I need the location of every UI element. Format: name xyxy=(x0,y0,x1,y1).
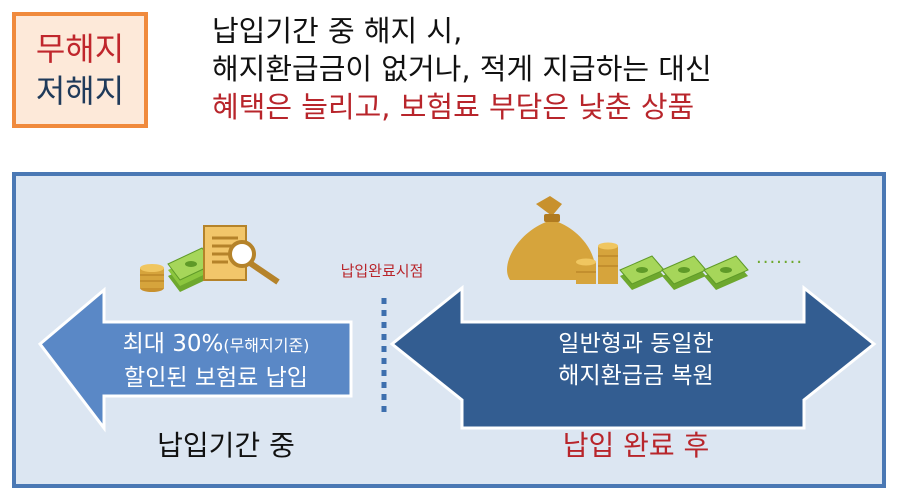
badge-line-1: 무해지 xyxy=(35,30,125,68)
discount-basis: (무해지기준) xyxy=(223,336,310,355)
right-period-label: 납입 완료 후 xyxy=(562,429,710,462)
timeline-panel: ······· 납입완료시점 최대 30%(무해지기준) 할인된 보험료 납입 … xyxy=(12,172,886,488)
cash-bundle-icon xyxy=(661,255,707,290)
left-arrow-shape xyxy=(37,286,353,433)
right-arrow-line-2: 해지환급금 복원 xyxy=(558,363,714,389)
money-bag-icon xyxy=(507,196,596,280)
cash-bundle-icon xyxy=(703,255,749,290)
discount-rate: 최대 30% xyxy=(122,331,224,357)
left-arrow-text: 최대 30%(무해지기준) 할인된 보험료 납입 xyxy=(76,328,356,394)
product-badge: 무해지 저해지 xyxy=(12,12,148,128)
badge-line-2: 저해지 xyxy=(35,72,125,110)
cash-bundle-icon xyxy=(167,247,215,292)
coin-stack-icon xyxy=(576,242,618,284)
cash-bundle-icon xyxy=(619,255,665,290)
right-arrow-text: 일반형과 동일한 해지환급금 복원 xyxy=(486,328,786,392)
headline-line-2: 해지환급금이 없거나, 적게 지급하는 대신 xyxy=(212,52,712,86)
milestone-label: 납입완료시점 xyxy=(340,262,424,280)
coin-stack-icon xyxy=(140,264,164,292)
headline: 납입기간 중 해지 시, 해지환급금이 없거나, 적게 지급하는 대신 혜택은 … xyxy=(212,12,712,126)
document-magnifier-icon xyxy=(203,225,280,285)
headline-line-1: 납입기간 중 해지 시, xyxy=(212,14,463,48)
left-arrow-line-2: 할인된 보험료 납입 xyxy=(124,365,308,391)
right-arrow-line-1: 일반형과 동일한 xyxy=(558,331,714,357)
headline-line-3: 혜택은 늘리고, 보험료 부담은 낮춘 상품 xyxy=(212,90,695,124)
left-period-label: 납입기간 중 xyxy=(157,429,295,462)
timeline-art xyxy=(37,196,877,433)
continuation-dots: ······· xyxy=(756,252,804,273)
right-arrow-shape xyxy=(389,284,877,430)
